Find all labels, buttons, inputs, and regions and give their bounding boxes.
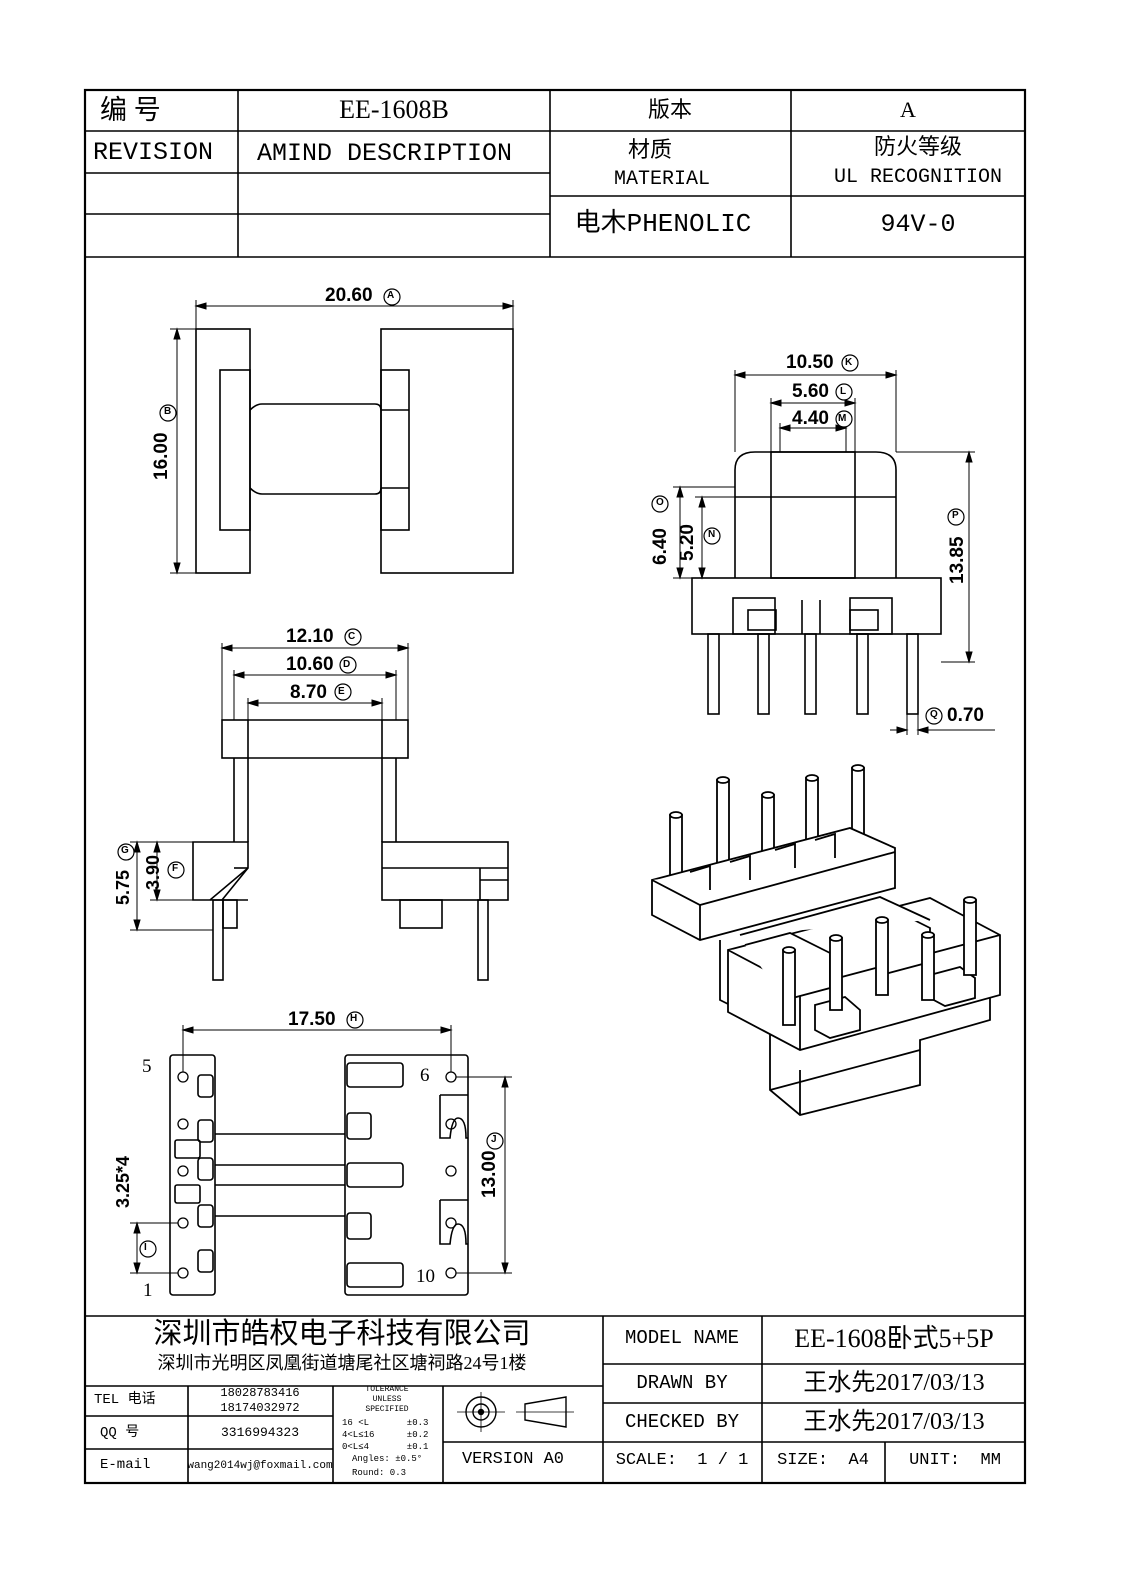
revision-label: REVISION	[93, 138, 214, 167]
dim-pin-dia: 0.70	[947, 705, 984, 726]
pin-10-label: 10	[416, 1266, 435, 1287]
dim-bottom-height: 13.00	[479, 1150, 500, 1198]
dim-side-h3: 13.85	[947, 536, 968, 584]
dim-side-h2: 5.20	[677, 524, 698, 561]
amind-label: AMIND DESCRIPTION	[257, 139, 513, 168]
version-label: 版本	[647, 97, 693, 122]
tol-row-1: 16 <L ±0.3	[342, 1418, 429, 1428]
company-name: 深圳市皓权电子科技有限公司	[153, 1318, 531, 1350]
drawn-value: 王水先2017/03/13	[803, 1370, 985, 1396]
mark-c: C	[348, 631, 356, 642]
tol-row-3: 0<L≤4 ±0.1	[342, 1442, 429, 1452]
mark-l: L	[840, 386, 847, 397]
dim-front-w3: 8.70	[290, 682, 327, 703]
material-label-cn: 材质	[627, 137, 673, 162]
scale-text: SCALE: 1 / 1	[615, 1451, 749, 1470]
checked-label: CHECKED BY	[624, 1411, 740, 1433]
dim-front-w1: 12.10	[286, 626, 334, 647]
mark-j: J	[491, 1134, 497, 1145]
mark-b: B	[164, 406, 172, 417]
pin-6-label: 6	[420, 1065, 430, 1086]
checked-value: 王水先2017/03/13	[803, 1409, 985, 1435]
mark-a: A	[387, 290, 395, 301]
material-label-en: MATERIAL	[613, 168, 711, 191]
tol-title-2: UNLESS	[372, 1395, 402, 1404]
version-text: VERSION A0	[461, 1450, 565, 1469]
email-value: wang2014wj@foxmail.com	[187, 1460, 333, 1472]
dim-top-height: 16.00	[151, 432, 172, 480]
mark-q: Q	[930, 709, 938, 720]
mark-h: H	[350, 1013, 358, 1024]
dim-side-w3: 4.40	[792, 408, 829, 429]
tel-value-1: 18028783416	[220, 1386, 300, 1400]
fire-label-en: UL RECOGNITION	[833, 166, 1003, 189]
dim-front-h1: 5.75	[113, 869, 133, 905]
mark-n: N	[708, 529, 716, 540]
tel-label: TEL 电话	[94, 1392, 156, 1408]
qq-label: QQ 号	[100, 1425, 140, 1441]
tol-title-3: SPECIFIED	[365, 1405, 409, 1414]
tol-title-1: TOLERANCE	[365, 1385, 409, 1394]
model-label: MODEL NAME	[624, 1327, 740, 1349]
material-value: 电木PHENOLIC	[574, 209, 752, 239]
tol-row-4: Angles: ±0.5°	[352, 1454, 423, 1464]
mark-k: K	[845, 357, 853, 368]
tol-row-5: Round: 0.3	[352, 1468, 407, 1478]
pin-1-label: 1	[143, 1280, 153, 1301]
size-text: SIZE: A4	[777, 1451, 869, 1470]
fire-value: 94V-0	[880, 210, 956, 239]
dim-front-w2: 10.60	[286, 654, 334, 675]
version-value: A	[900, 97, 916, 122]
mark-o: O	[656, 497, 664, 508]
part-number: EE-1608B	[339, 95, 449, 124]
mark-d: D	[343, 659, 351, 670]
dim-front-h2: 3.90	[143, 854, 163, 890]
drawn-label: DRAWN BY	[636, 1372, 728, 1394]
mark-g: G	[121, 845, 129, 856]
dim-pitch: 3.25*4	[113, 1155, 133, 1208]
mark-i: I	[144, 1242, 147, 1253]
mark-m: M	[838, 413, 847, 424]
email-label: E-mail	[100, 1457, 151, 1473]
dim-side-w2: 5.60	[792, 381, 829, 402]
mark-e: E	[338, 686, 345, 697]
dim-bottom-width: 17.50	[288, 1009, 336, 1030]
pin-5-label: 5	[142, 1056, 152, 1077]
tol-row-2: 4<L≤16 ±0.2	[342, 1430, 429, 1440]
mark-p: P	[952, 510, 959, 521]
tel-value-2: 18174032972	[220, 1401, 300, 1415]
number-label: 编 号	[100, 95, 161, 125]
unit-text: UNIT: MM	[909, 1451, 1001, 1470]
mark-f: F	[172, 863, 179, 874]
dim-side-h1: 6.40	[650, 528, 671, 565]
company-address: 深圳市光明区凤凰街道塘尾社区塘祠路24号1楼	[157, 1353, 527, 1373]
dim-top-width: 20.60	[325, 285, 373, 306]
model-value: EE-1608卧式5+5P	[794, 1324, 994, 1353]
qq-value: 3316994323	[220, 1425, 300, 1440]
fire-label-cn: 防火等级	[873, 134, 963, 159]
dim-side-w1: 10.50	[786, 352, 834, 373]
